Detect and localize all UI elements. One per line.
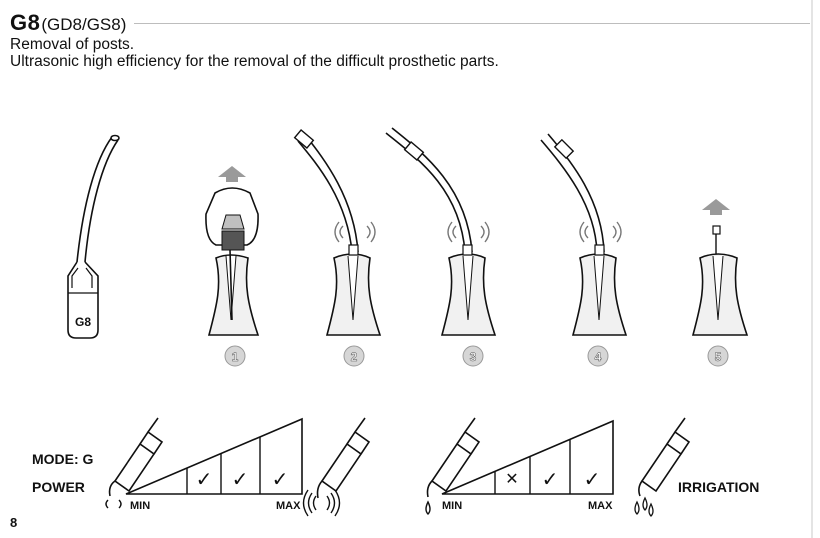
vibration-left-icon [447,221,457,243]
irrigation-max-label: MAX [588,500,613,512]
irrigation-mark-2: ✓ [542,467,559,491]
page-number: 8 [10,515,18,530]
irrigation-min-label: MIN [442,500,462,512]
svg-text:1: 1 [232,350,239,364]
vibration-right-icon [366,221,376,243]
power-level-right-icon [302,489,341,517]
insert-code: G8 [10,10,41,35]
up-arrow-icon [218,166,246,177]
title-row: G8 (GD8/GS8) [10,8,810,36]
power-min-label: MIN [130,500,150,512]
power-max-label: MAX [276,500,301,512]
handpiece-icon [553,138,575,160]
svg-text:2: 2 [351,350,358,364]
header-rule [134,23,810,24]
step-2-illustration [293,129,382,336]
power-mark-2: ✓ [232,467,249,491]
power-mark-1: ✓ [196,467,213,491]
irrigation-mark-3: ✓ [584,467,601,491]
vibration-right-icon [612,221,622,243]
insert-tip-drawing [67,134,120,339]
step-4-illustration [540,133,628,336]
description-line-1: Removal of posts. [10,36,135,53]
header: G8 (GD8/GS8) Removal of posts. Ultrasoni… [10,8,810,70]
tip-engraving: G8 [75,315,91,329]
vibration-left-icon [334,221,344,243]
step-badge-3: 3 [462,345,484,367]
drop-icon [425,500,431,515]
svg-text:5: 5 [715,350,722,364]
irrigation-handpiece-right-icon [638,417,691,497]
power-level-left-icon [105,499,122,509]
irrigation-label: IRRIGATION [678,479,760,495]
step-1-illustration [205,166,260,336]
step-badge-5: 5 [707,345,729,367]
up-arrow-icon [702,199,730,210]
step-badge-4: 4 [587,345,609,367]
power-handpiece-right-icon [316,417,371,499]
power-label: POWER [32,479,85,495]
vibration-right-icon [480,221,490,243]
step-5-illustration [691,199,749,336]
svg-text:4: 4 [595,350,602,364]
vibration-left-icon [579,221,589,243]
mode-label: MODE: G [32,451,94,467]
drops-icon [634,496,654,517]
step-3-illustration [385,127,497,336]
irrigation-scale [441,419,614,495]
power-mark-3: ✓ [272,467,289,491]
insert-alt-codes: (GD8/GS8) [41,15,127,34]
irrigation-handpiece-left-icon [426,417,481,498]
power-scale [125,417,303,495]
handpiece-icon [403,141,425,161]
description-line-2: Ultrasonic high efficiency for the remov… [10,53,499,70]
irrigation-mark-1: ✕ [505,469,518,488]
step-badge-2: 2 [343,345,365,367]
step-badge-1: 1 [224,345,246,367]
tooth [207,254,260,336]
handpiece-icon [293,129,315,149]
power-handpiece-left-icon [108,417,164,497]
svg-text:3: 3 [470,350,477,364]
